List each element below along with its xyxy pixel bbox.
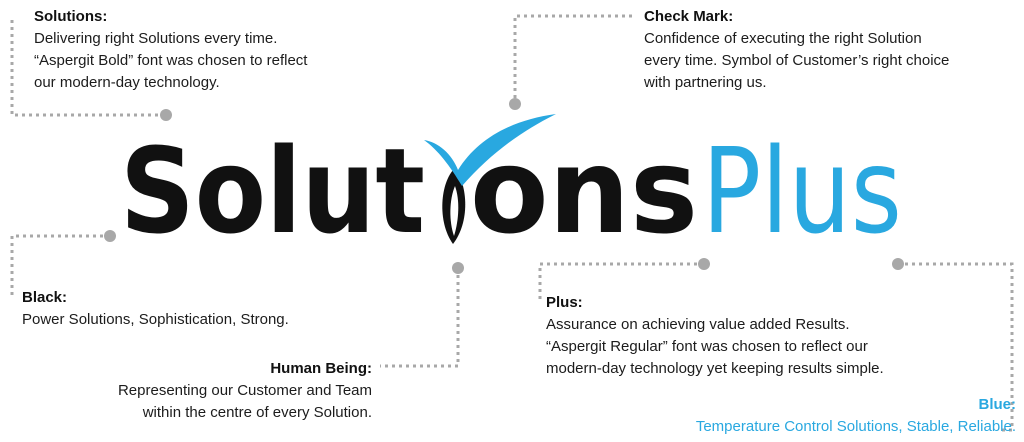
annotation-title: Human Being: <box>270 360 372 377</box>
logo-text-ons: ons <box>470 122 698 260</box>
annotation-line: Power Solutions, Sophistication, Strong. <box>22 311 289 328</box>
connector-blue <box>898 262 1014 432</box>
connector-dot-human-being <box>452 262 464 274</box>
connector-dot-check-mark <box>509 98 521 110</box>
annotation-line: with partnering us. <box>644 74 767 91</box>
connector-dot-blue <box>892 258 904 270</box>
connector-dot-black <box>104 230 116 242</box>
check-mark-icon <box>424 114 556 186</box>
annotation-line: Delivering right Solutions every time. <box>34 30 278 47</box>
solutionsplus-logo: Solut ons Plus <box>120 114 902 260</box>
annotation-title: Solutions: <box>34 8 108 25</box>
annotation-blue: Blue: Temperature Control Solutions, Sta… <box>620 394 1016 438</box>
connector-human-being <box>380 268 460 368</box>
annotation-plus: Plus: Assurance on achieving value added… <box>546 292 884 380</box>
annotation-title: Black: <box>22 289 68 306</box>
connector-solutions <box>10 20 166 117</box>
connector-plus <box>538 262 704 302</box>
logo-text-plus: Plus <box>702 122 902 260</box>
annotation-line: Assurance on achieving value added Resul… <box>546 316 850 333</box>
annotation-solutions: Solutions: Delivering right Solutions ev… <box>34 6 307 94</box>
connector-check-mark <box>513 14 632 104</box>
logo-text-solut: Solut <box>120 122 425 260</box>
annotation-black: Black: Power Solutions, Sophistication, … <box>22 287 289 331</box>
connector-dot-solutions <box>160 109 172 121</box>
annotation-line: Confidence of executing the right Soluti… <box>644 30 922 47</box>
annotation-line: our modern-day technology. <box>34 74 220 91</box>
annotation-line: “Aspergit Bold” font was chosen to refle… <box>34 52 308 69</box>
annotation-check-mark: Check Mark: Confidence of executing the … <box>644 6 949 94</box>
annotation-line: modern-day technology yet keeping result… <box>546 360 884 377</box>
annotation-title: Plus: <box>546 294 583 311</box>
annotation-line: Representing our Customer and Team <box>117 382 372 399</box>
annotation-title: Blue: <box>978 396 1017 413</box>
annotation-line: Temperature Control Solutions, Stable, R… <box>695 418 1016 435</box>
annotation-line: “Aspergit Regular” font was chosen to re… <box>546 338 868 355</box>
annotation-title: Check Mark: <box>644 8 734 25</box>
annotation-human-being: Human Being: Representing our Customer a… <box>90 358 372 424</box>
annotation-line: within the centre of every Solution. <box>142 404 372 421</box>
connector-black <box>10 234 110 296</box>
annotation-line: every time. Symbol of Customer’s right c… <box>644 52 950 69</box>
human-being-icon-inner <box>450 186 459 236</box>
connector-dot-plus <box>698 258 710 270</box>
